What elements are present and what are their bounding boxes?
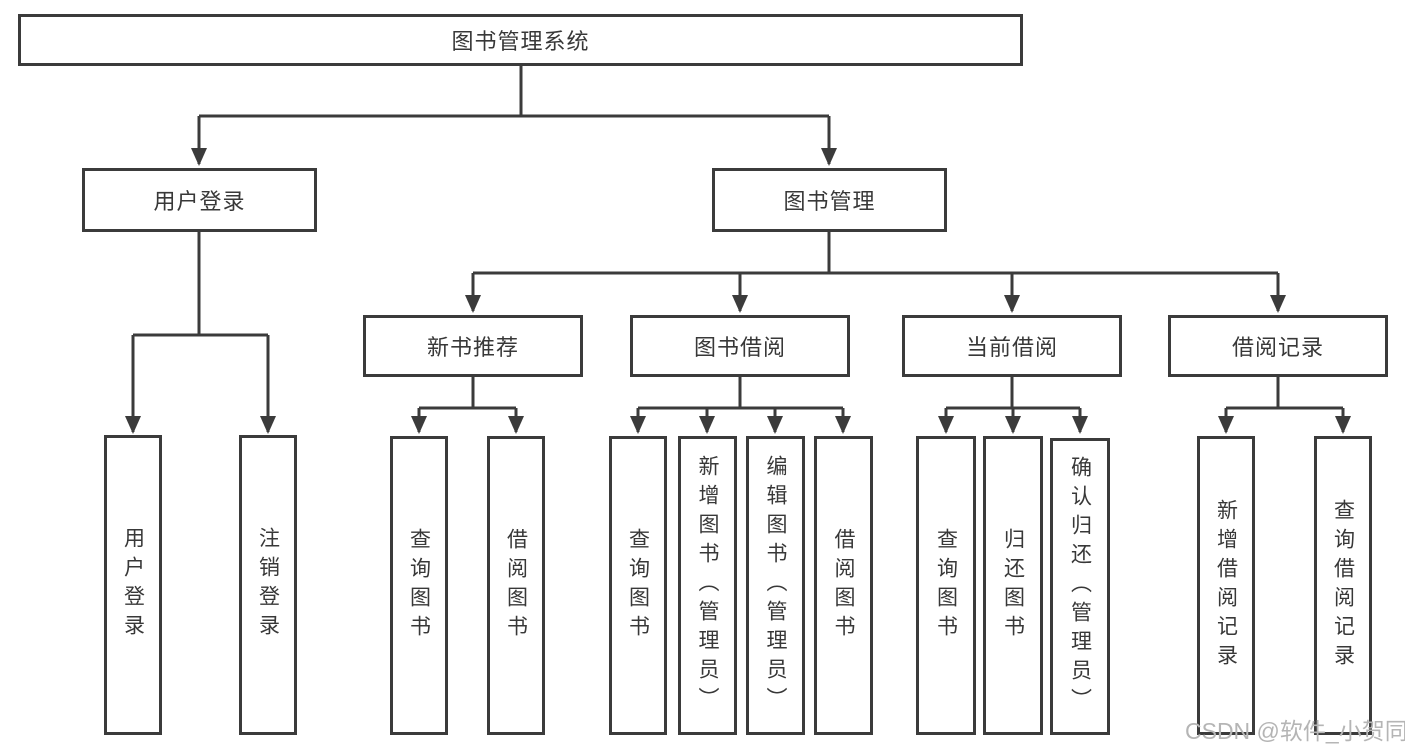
leaf-current-query-books: 查询图书 — [916, 436, 976, 735]
leaf-logout: 注销登录 — [239, 435, 297, 735]
leaf-current-confirm-return-admin-label: 确认归还（管理员） — [1068, 456, 1092, 717]
leaf-current-query-books-label: 查询图书 — [934, 527, 958, 644]
leaf-current-return-books-label: 归还图书 — [1001, 527, 1025, 644]
leaf-records-query-record-label: 查询借阅记录 — [1331, 498, 1355, 673]
node-user-login-label: 用户登录 — [153, 189, 246, 214]
leaf-newbook-borrow-books-label: 借阅图书 — [504, 527, 528, 644]
node-user-login: 用户登录 — [82, 168, 317, 232]
node-borrow-records: 借阅记录 — [1168, 315, 1388, 377]
node-root-label: 图书管理系统 — [451, 29, 590, 54]
leaf-borrow-query-books: 查询图书 — [609, 436, 667, 735]
leaf-records-add-record-label: 新增借阅记录 — [1214, 498, 1238, 673]
leaf-logout-label: 注销登录 — [256, 527, 280, 643]
node-current-borrow: 当前借阅 — [902, 315, 1122, 377]
node-book-management: 图书管理 — [712, 168, 947, 232]
leaf-newbook-query-books: 查询图书 — [390, 436, 448, 735]
leaf-borrow-edit-books-admin: 编辑图书（管理员） — [746, 436, 805, 735]
node-borrow-records-label: 借阅记录 — [1231, 335, 1324, 360]
node-book-management-label: 图书管理 — [783, 189, 876, 214]
leaf-borrow-query-books-label: 查询图书 — [626, 527, 650, 644]
node-book-borrow: 图书借阅 — [630, 315, 850, 377]
node-current-borrow-label: 当前借阅 — [965, 335, 1058, 360]
leaf-borrow-borrow-books: 借阅图书 — [814, 436, 873, 735]
leaf-user-login: 用户登录 — [104, 435, 162, 735]
leaf-borrow-add-books-admin: 新增图书（管理员） — [678, 436, 737, 735]
leaf-user-login-label: 用户登录 — [121, 527, 145, 643]
leaf-current-return-books: 归还图书 — [983, 436, 1043, 735]
node-book-borrow-label: 图书借阅 — [693, 335, 786, 360]
leaf-borrow-borrow-books-label: 借阅图书 — [832, 527, 855, 644]
leaf-current-confirm-return-admin: 确认归还（管理员） — [1050, 438, 1110, 735]
leaf-borrow-edit-books-admin-label: 编辑图书（管理员） — [764, 455, 787, 716]
node-new-book-recommend: 新书推荐 — [363, 315, 583, 377]
leaf-newbook-borrow-books: 借阅图书 — [487, 436, 545, 735]
leaf-borrow-add-books-admin-label: 新增图书（管理员） — [696, 455, 719, 716]
node-root: 图书管理系统 — [18, 14, 1023, 66]
leaf-records-query-record: 查询借阅记录 — [1314, 436, 1372, 735]
node-new-book-recommend-label: 新书推荐 — [426, 335, 519, 360]
leaf-newbook-query-books-label: 查询图书 — [407, 527, 431, 644]
connector-skeleton — [133, 66, 1343, 410]
leaf-records-add-record: 新增借阅记录 — [1197, 436, 1255, 735]
